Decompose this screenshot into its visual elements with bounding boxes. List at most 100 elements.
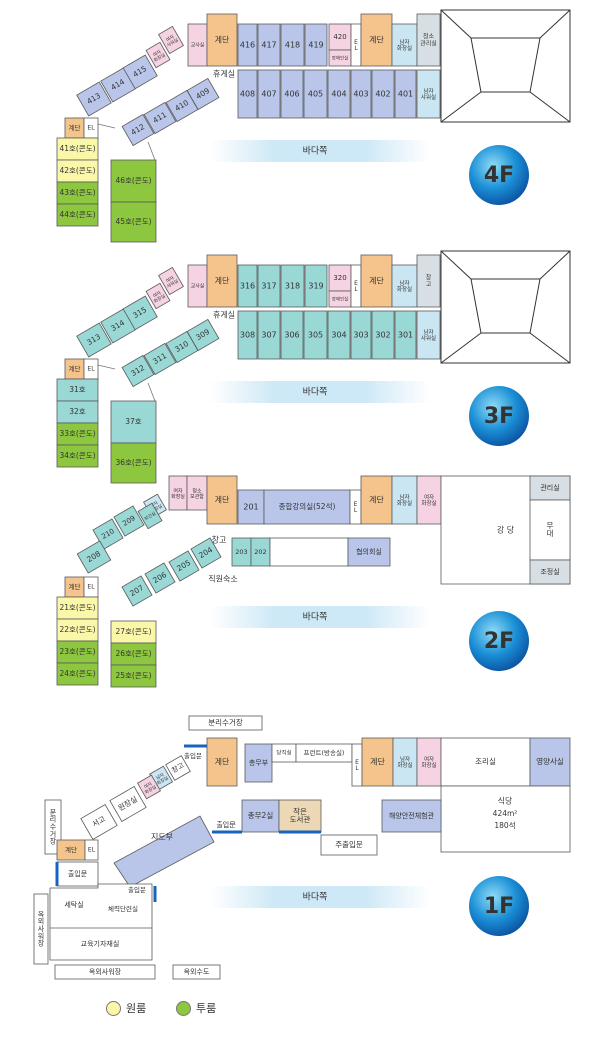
room: 41호(콘도)	[56, 137, 99, 161]
room-label: 44호(콘도)	[59, 210, 95, 219]
room-label: 계단	[65, 845, 77, 854]
room-shape	[109, 786, 147, 822]
room-label: 계단	[369, 495, 384, 505]
room-label: 교사실	[191, 42, 205, 49]
room: 301	[394, 310, 417, 360]
room-shape	[100, 308, 136, 344]
room: 315	[122, 295, 158, 331]
room-label: 교사실	[191, 283, 205, 290]
floor-badge	[469, 611, 529, 671]
room: 24호(콘도)	[56, 662, 99, 686]
room: 당직실	[271, 743, 297, 763]
room-shape	[416, 13, 441, 67]
room-shape	[165, 330, 199, 364]
room-shape	[33, 893, 49, 965]
room-shape	[237, 489, 265, 525]
room: 계단	[206, 737, 238, 787]
room: 317	[257, 264, 281, 308]
room-shape	[190, 537, 222, 569]
room: 406	[280, 69, 304, 119]
room: 404	[327, 69, 351, 119]
room-shape	[360, 475, 393, 525]
room-shape	[237, 264, 258, 308]
room: 204	[190, 537, 222, 569]
room-label: 316	[240, 282, 255, 291]
room-label: 402	[375, 90, 390, 99]
room-label: 26호(콘도)	[115, 649, 151, 658]
sea-side-band	[210, 381, 430, 403]
room: 주출입문	[320, 834, 378, 856]
room-shape	[303, 69, 328, 119]
room: 계단	[361, 737, 394, 787]
room-shape	[371, 310, 395, 360]
room-shape	[237, 69, 258, 119]
room-shape	[121, 354, 155, 388]
room-shape	[257, 69, 281, 119]
room: 311	[143, 342, 177, 376]
room: 206	[144, 562, 176, 594]
room-shape	[416, 254, 441, 308]
room-label: 304	[331, 331, 346, 340]
room: 계단	[206, 475, 238, 525]
floor-badge-label: 4F	[484, 163, 514, 188]
sea-side-label: 바다쪽	[303, 612, 328, 623]
room: 영양사실	[529, 737, 571, 787]
room-label: 320	[333, 274, 346, 282]
room-label: 27호(콘도)	[115, 627, 151, 636]
room-shape	[158, 266, 184, 296]
room-label: 419	[308, 41, 323, 50]
room-label: 406	[284, 90, 299, 99]
room: 308	[237, 310, 258, 360]
room-label: 직원숙소	[208, 574, 237, 584]
room-label: 계단	[369, 35, 384, 45]
room-shape	[188, 715, 263, 731]
room-label: 418	[285, 41, 300, 50]
room: 서고	[80, 804, 118, 840]
room: 318	[280, 264, 305, 308]
room: 출입문	[56, 861, 99, 887]
room-label: 강 당	[497, 525, 515, 535]
room: 401	[394, 69, 417, 119]
room-shape	[529, 737, 571, 787]
room-shape	[244, 743, 273, 783]
room: 창고	[165, 755, 191, 781]
sea-side-label: 바다쪽	[303, 387, 328, 398]
room: 304	[327, 310, 351, 360]
room: 교사실	[187, 264, 208, 308]
room-label: 303	[353, 331, 368, 340]
room-label: 201	[243, 503, 258, 512]
room-label: 주출입문	[335, 839, 363, 849]
room-shape	[145, 41, 171, 69]
room-label: 출입문	[128, 885, 146, 894]
room: 조정실	[529, 559, 571, 585]
room-shape	[391, 23, 418, 67]
room: 307	[257, 310, 281, 360]
room-shape	[100, 67, 136, 103]
floor-badge	[469, 386, 529, 446]
room-shape	[56, 662, 99, 686]
room-shape	[237, 310, 258, 360]
room-label: EL	[88, 847, 96, 854]
room-label: 계단	[69, 582, 81, 591]
sea-side-band	[210, 886, 430, 908]
room-label: EL	[87, 366, 95, 373]
room: 계단	[56, 839, 86, 861]
room-shape	[113, 815, 215, 888]
room-shape	[76, 322, 112, 358]
room-shape	[137, 502, 163, 530]
room: 306	[280, 310, 304, 360]
room: 37호	[110, 400, 157, 444]
